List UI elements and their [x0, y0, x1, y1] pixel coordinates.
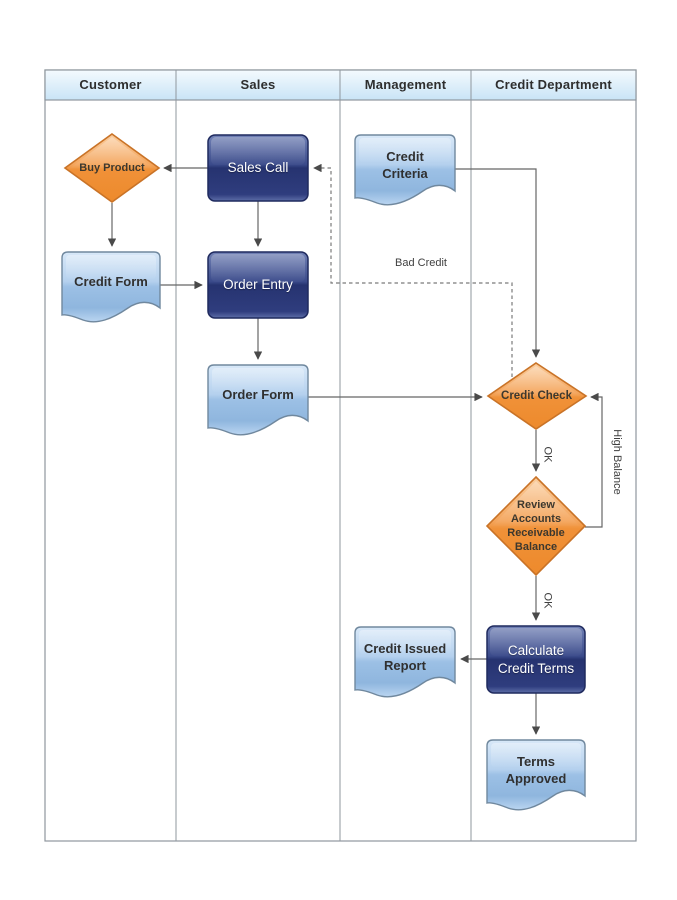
gloss-highlight — [491, 743, 581, 767]
node-buy-product[interactable] — [63, 133, 161, 203]
gloss-highlight — [492, 366, 581, 396]
gloss-highlight — [211, 254, 305, 282]
gloss-highlight — [212, 368, 304, 392]
gloss-highlight — [70, 137, 154, 168]
gloss-highlight — [66, 255, 156, 279]
connector-creditcriteria-to-creditcheck — [455, 168, 541, 358]
node-review-ar-balance[interactable] — [485, 475, 587, 577]
gloss-highlight — [359, 138, 451, 162]
node-order-form[interactable] — [207, 364, 309, 436]
node-credit-criteria[interactable] — [354, 134, 456, 206]
gloss-highlight — [492, 481, 580, 526]
gloss-highlight — [359, 630, 451, 654]
gloss-highlight — [211, 137, 305, 165]
node-credit-check[interactable] — [486, 362, 588, 430]
connectors — [107, 163, 603, 735]
node-credit-form[interactable] — [61, 251, 161, 323]
node-sales-call[interactable] — [207, 134, 309, 202]
swimlane-frame — [44, 69, 637, 842]
gloss-highlight — [490, 628, 582, 656]
connector-badcredit-dashed — [313, 163, 513, 377]
node-credit-issued-report[interactable] — [354, 626, 456, 698]
node-calculate-credit-terms[interactable] — [486, 625, 586, 694]
node-order-entry[interactable] — [207, 251, 309, 319]
connector-highbalance-loop — [585, 392, 603, 528]
node-terms-approved[interactable] — [486, 739, 586, 811]
